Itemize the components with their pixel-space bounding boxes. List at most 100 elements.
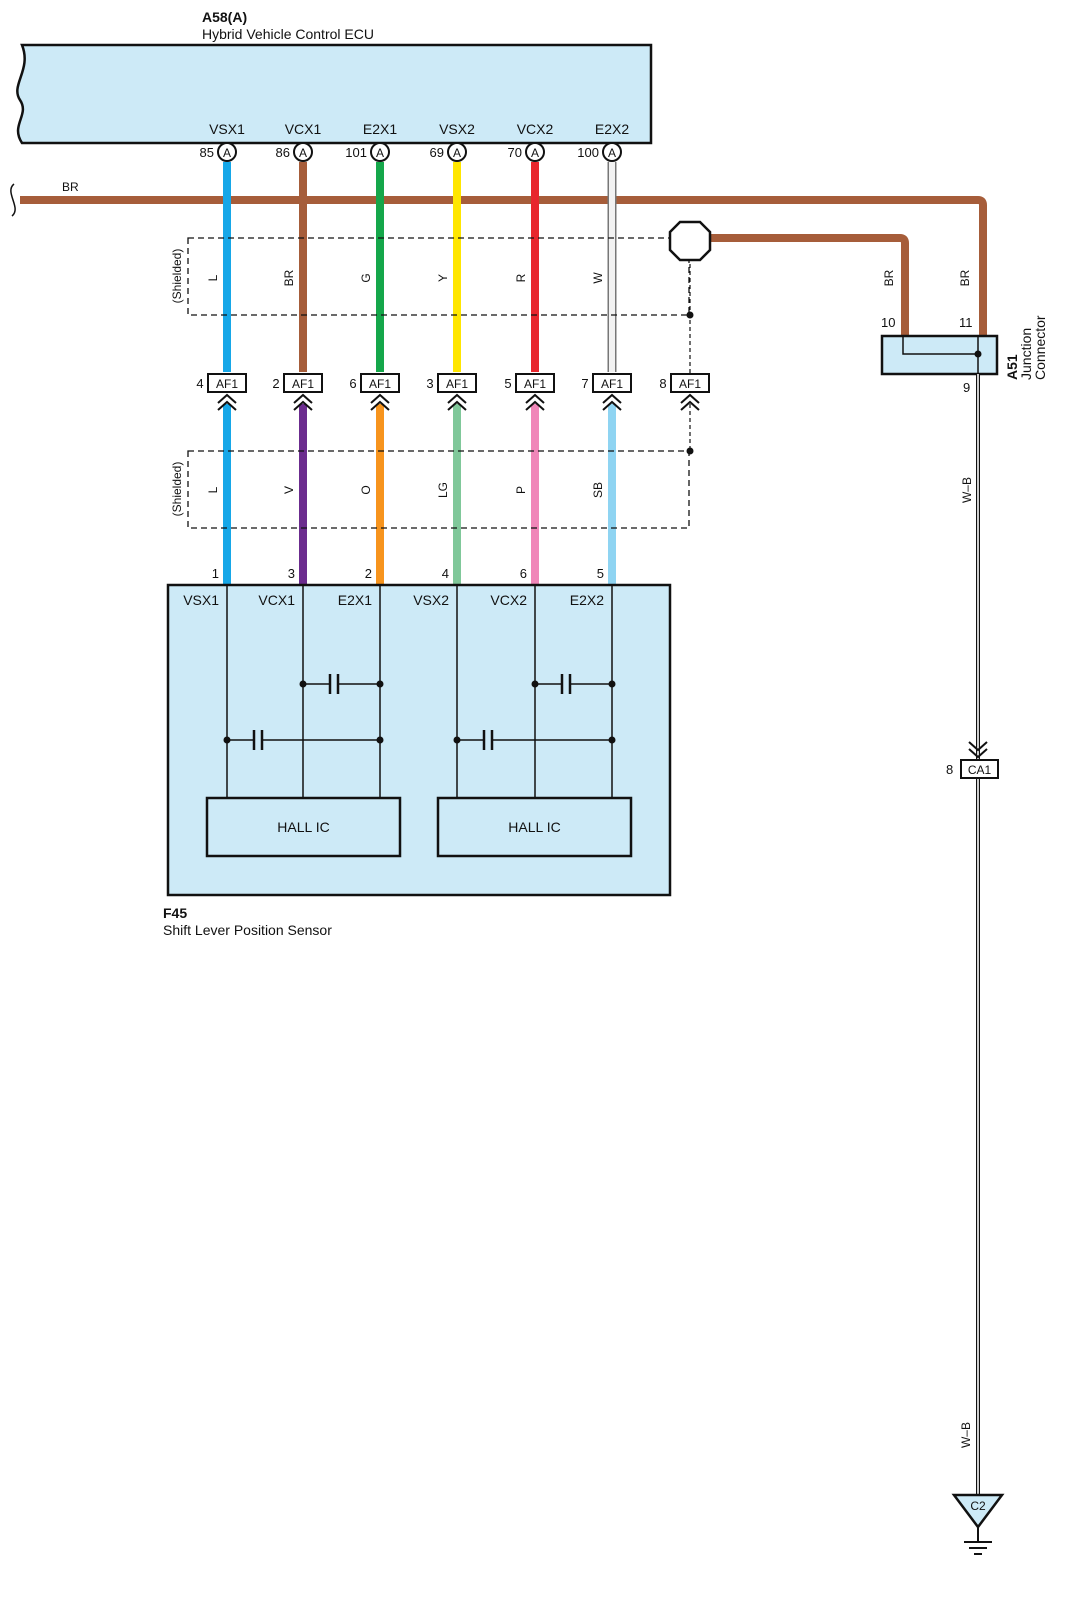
upper-wire-label: BR [282,269,296,286]
af1-pin-number: 2 [272,376,279,391]
sensor-terminal-name: VSX1 [183,592,219,608]
ecu-connector-mark: A [453,146,461,160]
shield-upper-label: (Shielded) [170,249,184,304]
ecu-terminal-name: VSX2 [439,121,475,137]
af1-label: AF1 [369,377,391,391]
af1-connector [360,373,400,393]
junction-pin-10: 10 [881,315,895,330]
lower-wire-label: V [282,486,296,494]
wire-break-mark [10,183,16,217]
sensor-terminal-name: VCX1 [258,592,295,608]
ecu-connector-mark: A [223,146,231,160]
ca1-pin: 8 [946,762,953,777]
shield-joint [668,220,909,338]
lower-wire-label: P [514,486,528,494]
lower-wire-label: SB [591,482,605,498]
ecu-connector-mark: A [299,146,307,160]
sensor-pin-number: 3 [288,566,295,581]
sensor-pin-number: 6 [520,566,527,581]
upper-wire-label: G [359,273,373,282]
af1-chevron-icon [217,393,237,411]
af1-connector [670,373,710,393]
junction-code: A51 [1004,354,1020,380]
af1-label: AF1 [524,377,546,391]
ecu-terminal-name: VSX1 [209,121,245,137]
sensor-pin-number: 1 [212,566,219,581]
ground-wire: W–B W–B CA1 8 C2 [946,374,1005,1555]
sensor-name: Shift Lever Position Sensor [163,922,332,938]
junction-out-pin: 9 [963,380,970,395]
ecu-pin-number: 86 [276,145,290,160]
hall-ic-1-label: HALL IC [277,819,329,835]
ca1-label: CA1 [968,763,992,777]
hall-ic-2-label: HALL IC [508,819,560,835]
af1-chevron-icon [680,393,700,411]
sensor-terminal-name: VCX2 [490,592,527,608]
upper-wire-label: L [206,274,220,281]
sensor-pin-number: 5 [597,566,604,581]
ecu-name: Hybrid Vehicle Control ECU [202,26,374,42]
shield-lower: (Shielded) [170,404,694,529]
br-main-line: BR [10,180,987,338]
sensor-pin-number: 2 [365,566,372,581]
sensor-code: F45 [163,905,187,921]
junction-connector: 10 11 BR BR 9 A51 Junction Connector [880,269,1048,395]
sensor-terminal-name: VSX2 [413,592,449,608]
sensor-terminal-name: E2X1 [338,592,372,608]
af1-connector [515,373,555,393]
ground-point-icon [951,1493,1005,1530]
ground-wire-label-upper: W–B [960,477,974,503]
ecu-pin-number: 85 [200,145,214,160]
junction-pin-11: 11 [959,315,973,330]
af1-pin-number: 8 [659,376,666,391]
junction-name-line1: Junction [1018,328,1034,380]
ecu-connector-mark-icon [602,142,622,162]
ecu-pin-number: 100 [577,145,599,160]
hall-ic-2 [436,796,633,858]
ecu-terminal-name: VCX2 [517,121,554,137]
br-wire-label: BR [62,180,79,194]
ground-wire-label-lower: W–B [959,1422,973,1448]
ecu-connector-mark-icon [447,142,467,162]
ecu-pin-number: 69 [430,145,444,160]
lower-wire-label: O [359,485,373,494]
af1-label: AF1 [446,377,468,391]
af1-label: AF1 [292,377,314,391]
lower-wire-label: L [206,486,220,493]
ecu-block: A58(A) Hybrid Vehicle Control ECU VSX185… [16,9,653,160]
af1-pin-number: 5 [504,376,511,391]
junction-name-line2: Connector [1032,315,1048,380]
shield-lower-label: (Shielded) [170,462,184,517]
upper-wire-label: Y [436,274,450,282]
af1-chevron-icon [602,393,622,411]
af1-label: AF1 [601,377,623,391]
lower-wire-label: LG [436,482,450,498]
ecu-body [16,43,653,145]
af1-chevron-icon [447,393,467,411]
af1-connector [437,373,477,393]
hall-ic-1 [205,796,402,858]
ecu-pin-number: 70 [508,145,522,160]
ca1-chevron-icon [968,741,988,759]
af1-chevron-icon [370,393,390,411]
shield-ground-joint-icon [668,220,712,262]
ecu-connector-mark: A [608,146,616,160]
shield-joint-dot [686,311,694,319]
ecu-connector-mark-icon [217,142,237,162]
ecu-connector-mark-icon [525,142,545,162]
ecu-connector-mark: A [376,146,384,160]
sensor-terminal-name: E2X2 [570,592,604,608]
ecu-connector-mark: A [531,146,539,160]
shield-lower-dot [686,447,694,455]
shield-upper: (Shielded) [170,237,694,383]
af1-connector [283,373,323,393]
upper-wire-label: R [514,273,528,282]
af1-chevron-icon [525,393,545,411]
junction-wire-label-11: BR [958,269,972,286]
ecu-terminal-name: E2X1 [363,121,397,137]
